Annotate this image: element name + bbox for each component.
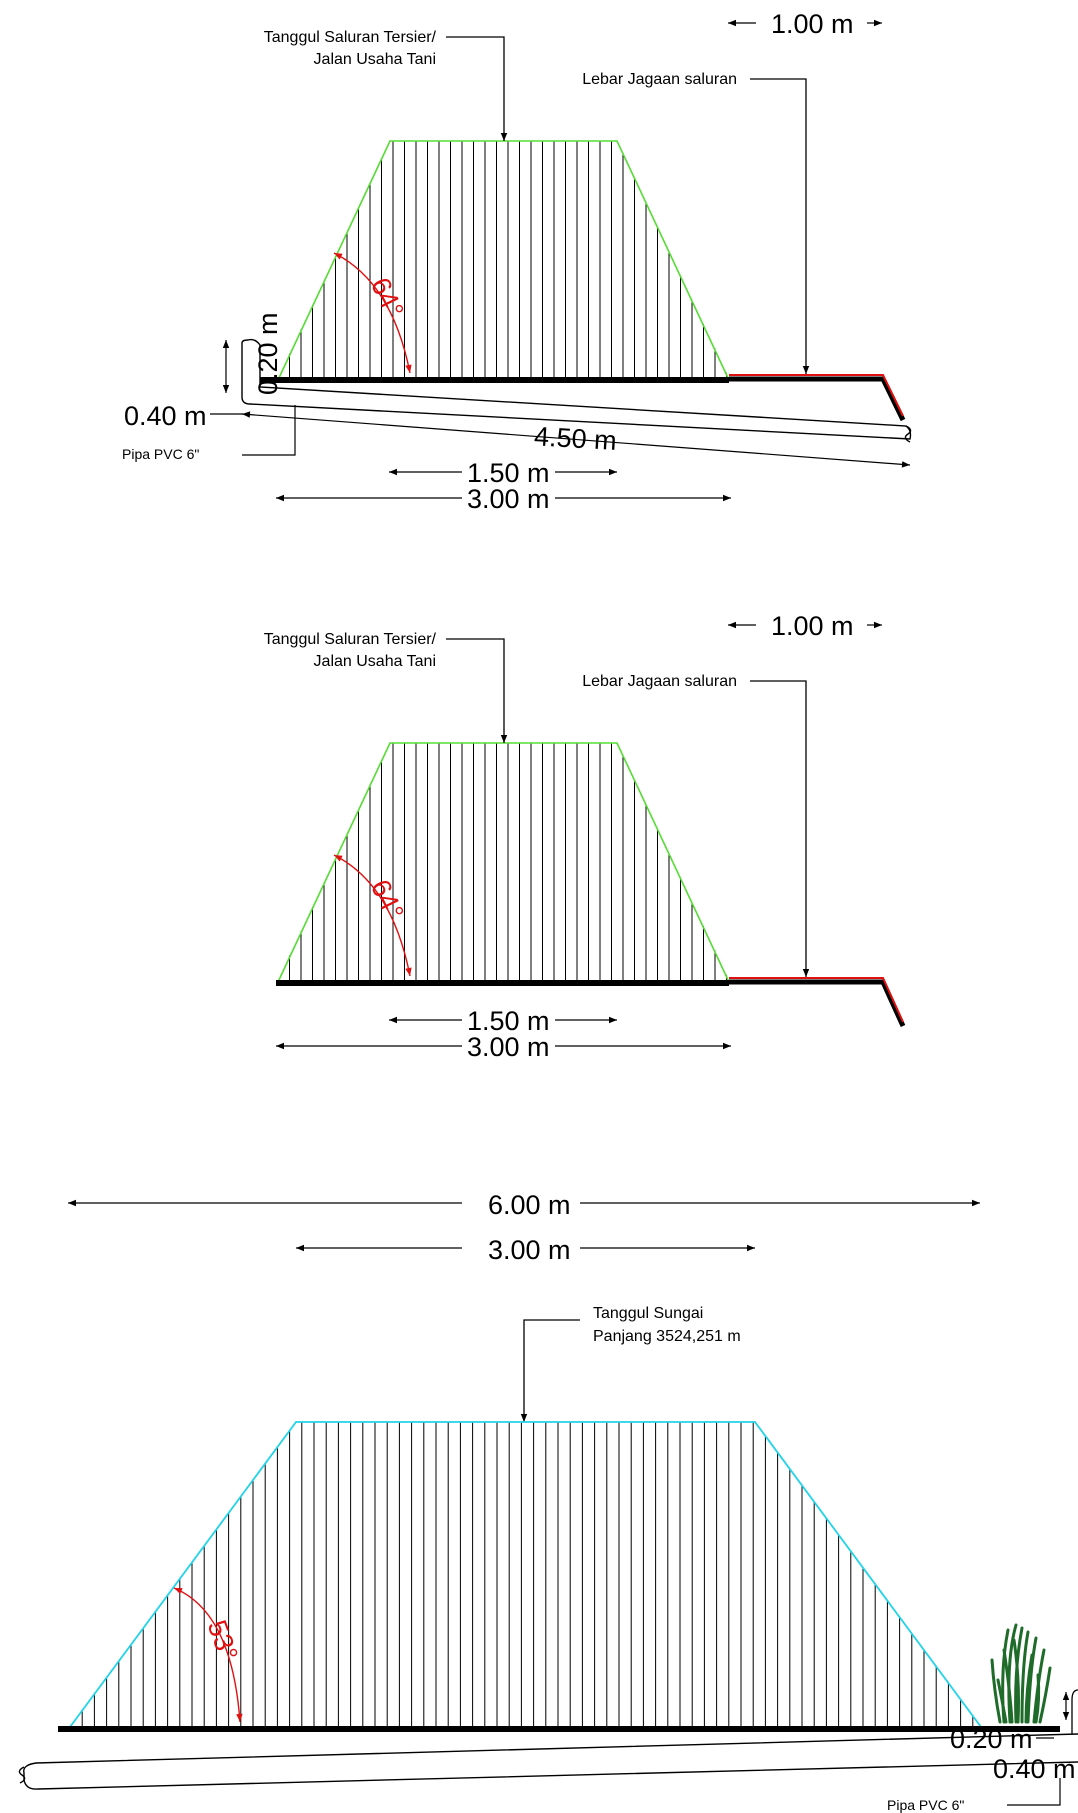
- channel-lining-red: [729, 977, 904, 1023]
- section-3: 6.00 m 3.00 m Tanggul Sungai Panjang 352…: [18, 1190, 1078, 1813]
- embankment-label-line1: Tanggul Saluran Tersier/: [264, 29, 437, 46]
- slope-angle-arc: [333, 854, 412, 977]
- freeboard-leader: [750, 680, 810, 977]
- pvc-pipe-leader: [1007, 1778, 1061, 1806]
- slope-angle-arc: [333, 252, 412, 374]
- embankment-outline: [69, 1421, 982, 1728]
- embankment-hatch: [289, 141, 727, 378]
- top-width-dimension: 3.00 m: [488, 1235, 571, 1265]
- embankment-leader: [446, 36, 508, 141]
- embankment-leader: [446, 638, 508, 743]
- embankment-label-line2: Jalan Usaha Tani: [314, 653, 436, 670]
- embankment-hatch: [81, 1422, 974, 1726]
- channel-lining: [729, 979, 906, 1028]
- slope-angle-label: 64°: [365, 875, 410, 925]
- pvc-pipe-label: Pipa PVC 6": [887, 1797, 964, 1813]
- pipe-height-dimension: 0.20 m: [950, 1724, 1033, 1754]
- freeboard-label: Lebar Jagaan saluran: [582, 71, 737, 88]
- embankment-label-line2: Jalan Usaha Tani: [314, 51, 436, 68]
- pipe-depth-dimension: 0.40 m: [124, 401, 207, 431]
- pipe-length-dimension: 4.50 m: [533, 421, 617, 456]
- section-1: Tanggul Saluran Tersier/ Jalan Usaha Tan…: [122, 9, 912, 514]
- freeboard-dimension: 1.00 m: [771, 611, 854, 641]
- freeboard-leader: [750, 78, 810, 374]
- pipe-height-dimension: 0.20 m: [253, 312, 283, 395]
- pvc-pipe-label: Pipa PVC 6": [122, 446, 199, 462]
- base-width-dimension: 3.00 m: [467, 1032, 550, 1062]
- embankment-hatch: [289, 743, 727, 980]
- pipe-dimension-line: [241, 411, 911, 468]
- channel-lining-red: [729, 374, 904, 417]
- pvc-pipe: [23, 1733, 1078, 1790]
- slope-angle-arc: [173, 1587, 243, 1723]
- embankment-label-line2: Panjang 3524,251 m: [593, 1328, 741, 1345]
- top-width-dimension: 1.50 m: [467, 1006, 550, 1036]
- base-width-dimension: 3.00 m: [467, 484, 550, 514]
- pipe-depth-dimension: 0.40 m: [993, 1754, 1076, 1784]
- embankment-label-line1: Tanggul Sungai: [593, 1305, 703, 1322]
- section-2: Tanggul Saluran Tersier/ Jalan Usaha Tan…: [264, 611, 906, 1062]
- slope-angle-label: 64°: [365, 273, 410, 323]
- pipe-end-symbol: [1071, 1689, 1078, 1701]
- freeboard-label: Lebar Jagaan saluran: [582, 673, 737, 690]
- embankment-leader: [520, 1319, 580, 1422]
- channel-lining: [729, 376, 906, 422]
- top-width-dimension: 1.50 m: [467, 458, 550, 488]
- vegetation-icon: [990, 1623, 1052, 1724]
- pvc-pipe-leader: [242, 405, 296, 456]
- freeboard-dimension: 1.00 m: [771, 9, 854, 39]
- pipe-break-symbol: [18, 1766, 26, 1784]
- embankment-label-line1: Tanggul Saluran Tersier/: [264, 631, 437, 648]
- base-width-dimension: 6.00 m: [488, 1190, 571, 1220]
- slope-angle-label: 53°: [202, 1616, 244, 1665]
